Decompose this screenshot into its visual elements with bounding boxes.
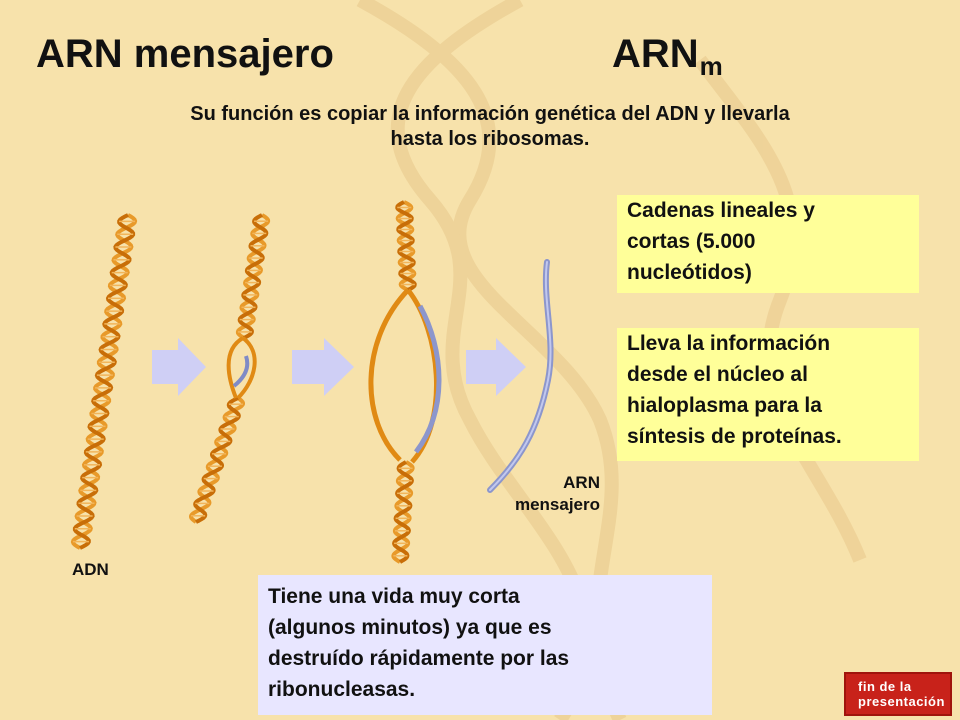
badge-line: presentación	[858, 694, 945, 709]
label-adn: ADN	[72, 560, 109, 579]
dna-helix-3	[391, 200, 417, 564]
process-arrow-1	[152, 338, 206, 396]
info-line: Tiene una vida muy corta	[268, 585, 520, 608]
rna-strand-growing	[414, 304, 442, 454]
transcription-bubble-small	[226, 336, 257, 400]
label-line: ARN	[563, 473, 600, 492]
subtitle-line: hasta los ribosomas.	[390, 128, 590, 150]
dna-strand	[193, 396, 241, 524]
abbreviation-subscript: m	[699, 51, 723, 81]
dna-helix-2	[189, 213, 271, 524]
info-line: nucleótidos)	[627, 261, 752, 284]
subtitle-line: Su función es copiar la información gené…	[190, 103, 790, 125]
info-line: Cadenas lineales y	[627, 199, 815, 222]
info-line: cortas (5.000	[627, 230, 756, 253]
dna-strand	[237, 213, 269, 340]
info-box-lifespan: Tiene una vida muy corta (algunos minuto…	[258, 575, 712, 715]
info-line: destruído rápidamente por las	[268, 647, 570, 670]
process-arrow-3	[466, 338, 526, 396]
dna-helix-1	[70, 213, 138, 550]
info-line: (algunos minutos) ya que es	[268, 616, 552, 639]
page-title: ARN mensajero	[36, 32, 334, 76]
page-title-abbreviation: ARNm	[612, 34, 723, 79]
info-line: ribonucleasas.	[268, 678, 416, 701]
subtitle: Su función es copiar la información gené…	[70, 102, 910, 152]
info-box-function: Lleva la información desde el núcleo al …	[617, 328, 919, 461]
dna-strand	[72, 213, 136, 550]
abbreviation-main: ARN	[612, 32, 699, 76]
label-arn-mensajero: ARN mensajero	[476, 472, 600, 516]
info-line: hialoplasma para la	[627, 394, 822, 417]
info-line: desde el núcleo al	[627, 363, 808, 386]
info-box-chain-length: Cadenas lineales y cortas (5.000 nucleót…	[617, 195, 919, 293]
label-line: mensajero	[514, 495, 600, 514]
info-line: síntesis de proteínas.	[627, 425, 842, 448]
end-of-presentation-button[interactable]: fin de la presentación	[844, 672, 952, 716]
mrna-strand-highlight	[489, 261, 552, 491]
dna-strand	[392, 460, 414, 564]
process-arrow-2	[292, 338, 354, 396]
rna-fragment-small	[232, 355, 250, 388]
dna-strand	[395, 200, 417, 292]
info-line: Lleva la información	[627, 332, 831, 355]
badge-line: fin de la	[858, 679, 912, 694]
